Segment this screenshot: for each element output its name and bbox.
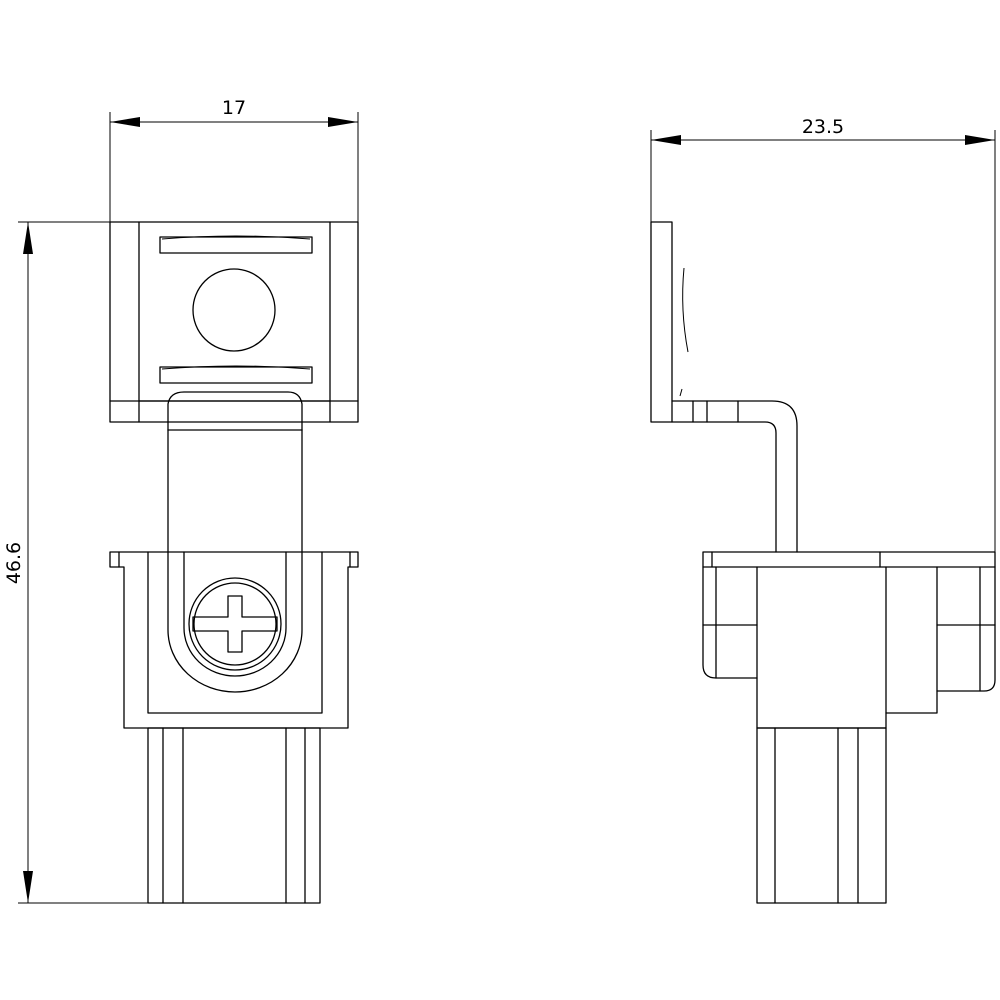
front-conductor [167,429,303,553]
mounting-hole [192,268,276,352]
side-bent-conductor [671,400,798,553]
dimension-front-width: 17 [109,97,359,222]
dimension-total-height: 46.6 [3,221,148,904]
side-view [650,221,996,904]
side-back-plate [650,221,689,423]
dimension-side-width: 23.5 [650,116,996,552]
front-terminal-housing [109,551,359,729]
front-lower-pin [147,727,321,904]
dimension-label-total-height: 46.6 [3,542,25,584]
front-view [109,221,359,904]
front-upper-clamp [109,221,359,431]
dimension-label-side-width: 23.5 [802,116,844,138]
dimension-label-front-width: 17 [222,97,246,119]
phillips-screw-icon [188,577,282,671]
side-terminal-housing [702,551,996,729]
side-lower-pin [756,727,887,904]
